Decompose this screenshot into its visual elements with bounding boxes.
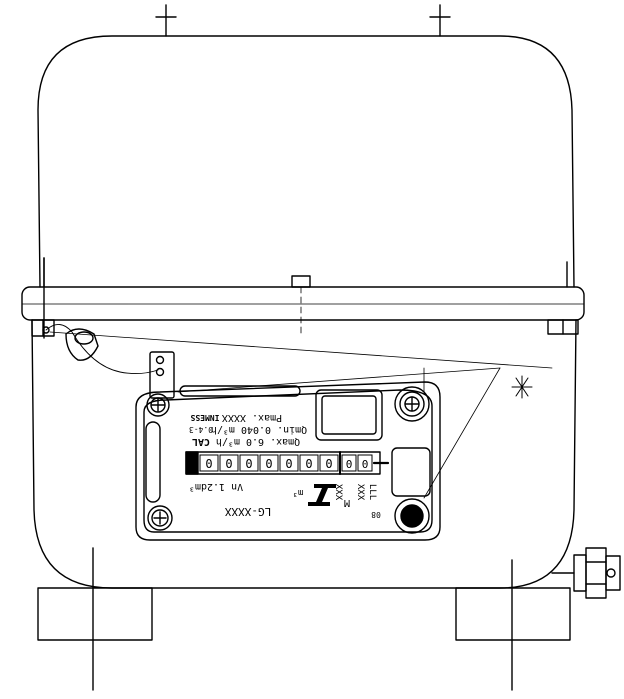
seal-wire: [45, 324, 159, 375]
plate-unit: m³: [293, 487, 304, 497]
counter-digit-9: 0: [362, 458, 369, 471]
plate-serial-line-3: LLL: [367, 484, 377, 500]
top-left-stud: [155, 4, 177, 37]
seal-body: [65, 328, 99, 361]
plate-brand: CAL: [192, 436, 210, 447]
counter-digit-6: 0: [305, 457, 312, 471]
counter-digit-2: 0: [225, 457, 232, 471]
middle-flange: [21, 286, 585, 321]
counter-wheel-6: 0: [299, 454, 319, 472]
index-plate-inner: [143, 389, 433, 533]
plate-header: INMESS: [190, 413, 219, 422]
top-right-screw: [394, 386, 430, 422]
counter-wheel-7: 0: [319, 454, 339, 472]
counter-digit-3: 0: [245, 457, 252, 471]
seal-wire-anchor: [42, 326, 50, 334]
plate-vn: Vn 1.2dm³: [189, 481, 243, 492]
counter-wheels: 0 0 0 0 0 0 0 0: [199, 454, 373, 472]
counter-digit-5: 0: [285, 457, 292, 471]
plate-qmin: Qmin. 0.040 m³/h: [211, 424, 307, 435]
manufacturer-logo: [308, 484, 336, 506]
left-foot: [37, 587, 153, 641]
plate-cert: 0.4-3: [189, 425, 213, 434]
right-foot: [455, 587, 571, 641]
sealing-bracket: [149, 351, 175, 399]
plate-serial-line-2: XXX: [355, 484, 365, 501]
counter-wheel-4: 0: [259, 454, 279, 472]
bottom-right-screw: [394, 498, 430, 534]
plate-pmax: Pmax. XXXX: [222, 412, 282, 423]
upper-window: [315, 389, 383, 441]
index-plate: [135, 381, 441, 541]
asterisk-mark: [511, 375, 533, 399]
plate-serial-line-1: XXX: [333, 484, 343, 501]
top-right-stud: [429, 4, 451, 37]
flange-top-bump: [291, 275, 311, 288]
guide-line-top: [49, 331, 553, 369]
outlet-fitting: [551, 547, 621, 599]
left-slot: [145, 421, 161, 503]
counter-digit-8: 0: [346, 458, 353, 471]
counter-black-end: [185, 451, 199, 475]
seal-cap: [74, 331, 94, 345]
counter-wheel-1: 0: [199, 454, 219, 472]
counter-wheel-2: 0: [219, 454, 239, 472]
counter-wheel-3: 0: [239, 454, 259, 472]
plate-model: LG-XXXX: [224, 505, 271, 518]
counter-digit-1: 0: [205, 457, 212, 471]
counter-wheel-9: 0: [357, 454, 373, 472]
counter-digit-4: 0: [265, 457, 272, 471]
plate-year: 08: [371, 510, 381, 519]
upper-housing: [37, 35, 575, 288]
counter-wheel-5: 0: [279, 454, 299, 472]
guide-line-lower: [177, 367, 501, 393]
bottom-left-screw: [147, 505, 173, 531]
counter-wheel-8: 0: [341, 454, 357, 472]
lower-window: [391, 447, 431, 497]
top-left-screw: [146, 393, 170, 417]
index-plate-text: INMESS Pmax. XXXX 0.4-3 Qmin. 0.040 m³/h…: [189, 412, 381, 519]
plate-qmax: Qmax. 6.0 m³/h: [216, 436, 300, 447]
guide-line-diag: [423, 367, 501, 499]
upper-window-inner: [321, 395, 377, 435]
plate-serial-prefix: M: [344, 497, 350, 508]
counter-digit-7: 0: [325, 457, 332, 471]
lower-housing: [31, 319, 577, 589]
top-slot: [179, 385, 301, 397]
